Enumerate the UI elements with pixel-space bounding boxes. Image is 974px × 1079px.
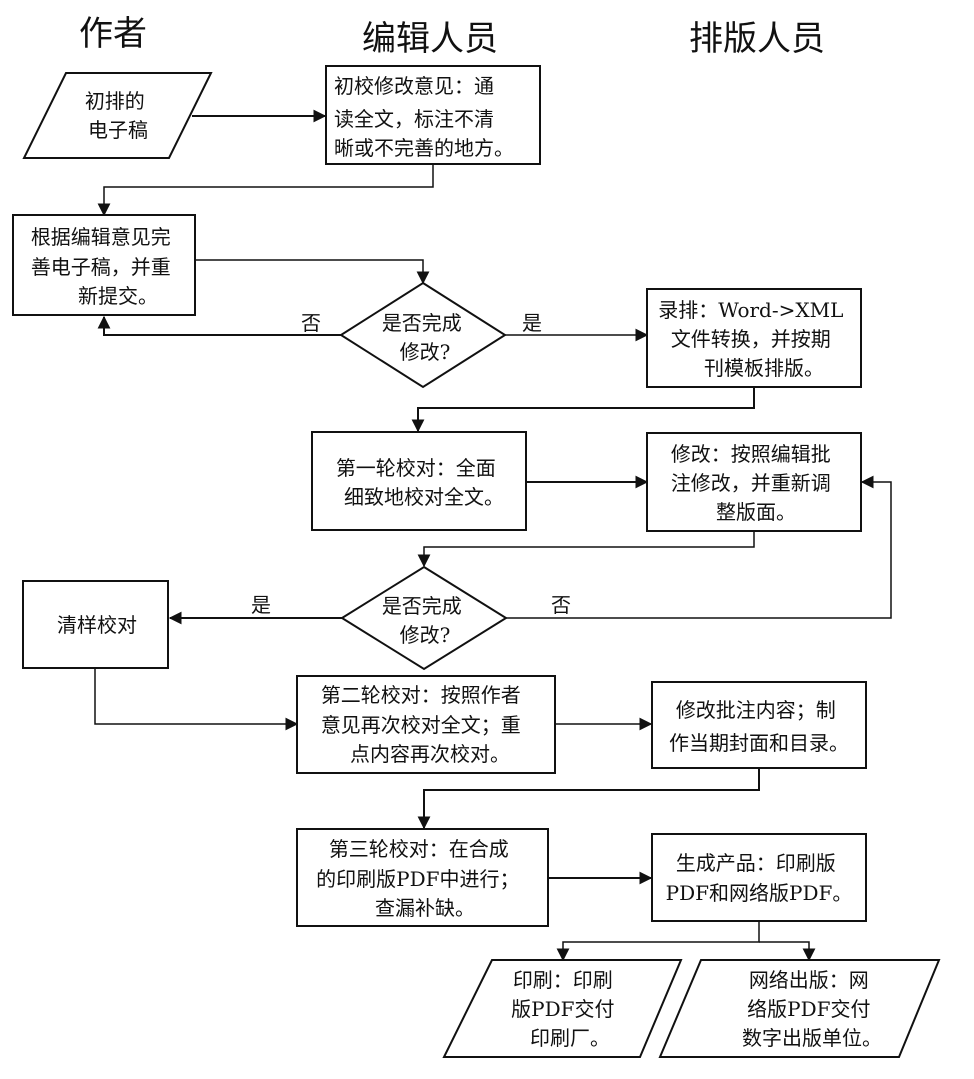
node-proof2: 第二轮校对：按照作者 意见再次校对全文；重 点内容再次校对。 xyxy=(296,675,556,774)
edge-first-review-to-revise-draft xyxy=(97,165,434,217)
node-proof1: 第一轮校对：全面 细致地校对全文。 xyxy=(311,431,527,531)
node-first-review: 初校修改意见：通 读全文，标注不清 晰或不完善的地方。 xyxy=(325,65,541,165)
node-clean-proof-label: 清样校对 xyxy=(57,613,137,637)
node-draft: 初排的 电子稿 xyxy=(22,72,213,159)
edge-revise-draft-to-decision1 xyxy=(195,259,430,285)
decision-diamond xyxy=(339,281,507,389)
edge-generate-to-online xyxy=(759,941,816,962)
edge-clean-proof-to-proof2 xyxy=(94,668,299,731)
process-box xyxy=(296,828,549,927)
node-print-label: 印刷：印刷 版PDF交付 印刷厂。 xyxy=(511,968,621,1050)
process-box xyxy=(325,65,541,165)
edge-decision2-no xyxy=(506,475,892,619)
node-print: 印刷：印刷 版PDF交付 印刷厂。 xyxy=(442,959,683,1058)
edge-label-d2-no: 否 xyxy=(551,593,571,617)
node-generate: 生成产品：印刷版 PDF和网络版PDF。 xyxy=(651,833,867,922)
node-generate-label: 生成产品：印刷版 PDF和网络版PDF。 xyxy=(666,851,853,905)
process-box xyxy=(296,675,556,774)
process-box xyxy=(311,431,527,531)
process-box xyxy=(646,432,862,532)
node-revise-cover: 修改批注内容；制 作当期封面和目录。 xyxy=(651,681,867,769)
process-box xyxy=(12,214,196,316)
node-online: 网络出版：网 络版PDF交付 数字出版单位。 xyxy=(658,959,941,1058)
io-shape xyxy=(658,959,941,1058)
node-typeset: 录排：Word->XML 文件转换，并按期 刊模板排版。 xyxy=(646,288,862,388)
node-typeset-label: 录排：Word->XML 文件转换，并按期 刊模板排版。 xyxy=(658,298,849,380)
node-revise-draft: 根据编辑意见完 善电子稿，并重 新提交。 xyxy=(12,214,196,316)
edge-label-d2-yes: 是 xyxy=(251,593,271,617)
node-decision1-label: 是否完成 修改? xyxy=(382,311,468,364)
edge-typeset-to-proof1 xyxy=(411,387,755,433)
node-proof3-label: 第三轮校对：在合成 的印刷版PDF中进行； 查漏补缺。 xyxy=(316,837,526,920)
node-decision2: 是否完成 修改? xyxy=(340,565,508,671)
edge-generate-to-print xyxy=(556,921,760,962)
edge-revise-layout-to-decision2 xyxy=(417,531,755,568)
edge-revise-cover-to-proof3 xyxy=(417,768,760,830)
process-box xyxy=(646,288,862,388)
process-box xyxy=(651,833,867,922)
edge-label-d1-no: 否 xyxy=(301,311,321,335)
node-decision1: 是否完成 修改? xyxy=(339,281,507,389)
node-revise-layout: 修改：按照编辑批 注修改，并重新调 整版面。 xyxy=(646,432,862,532)
node-clean-proof: 清样校对 xyxy=(22,580,169,669)
node-proof2-label: 第二轮校对：按照作者 意见再次校对全文；重 点内容再次校对。 xyxy=(321,683,527,766)
lane-title-author: 作者 xyxy=(79,14,147,54)
edges xyxy=(94,109,892,962)
process-box xyxy=(22,580,169,669)
node-revise-draft-label: 根据编辑意见完 善电子稿，并重 新提交。 xyxy=(31,225,177,308)
io-shape xyxy=(22,72,213,159)
node-first-review-label: 初校修改意见：通 读全文，标注不清 晰或不完善的地方。 xyxy=(334,74,514,160)
io-shape xyxy=(442,959,683,1058)
decision-diamond xyxy=(340,565,508,671)
node-proof1-label: 第一轮校对：全面 细致地校对全文。 xyxy=(336,456,504,509)
edge-label-d1-yes: 是 xyxy=(522,311,542,335)
node-revise-layout-label: 修改：按照编辑批 注修改，并重新调 整版面。 xyxy=(671,442,837,524)
edge-decision1-no xyxy=(97,315,341,336)
process-box xyxy=(651,681,867,769)
lane-title-editor: 编辑人员 xyxy=(362,19,498,59)
lane-title-typesetter: 排版人员 xyxy=(689,19,825,59)
node-draft-label: 初排的 电子稿 xyxy=(85,89,151,142)
node-proof3: 第三轮校对：在合成 的印刷版PDF中进行； 查漏补缺。 xyxy=(296,828,549,927)
node-revise-cover-label: 修改批注内容；制 作当期封面和目录。 xyxy=(669,698,849,755)
node-online-label: 网络出版：网 络版PDF交付 数字出版单位。 xyxy=(742,968,882,1050)
node-decision2-label: 是否完成 修改? xyxy=(382,594,468,647)
